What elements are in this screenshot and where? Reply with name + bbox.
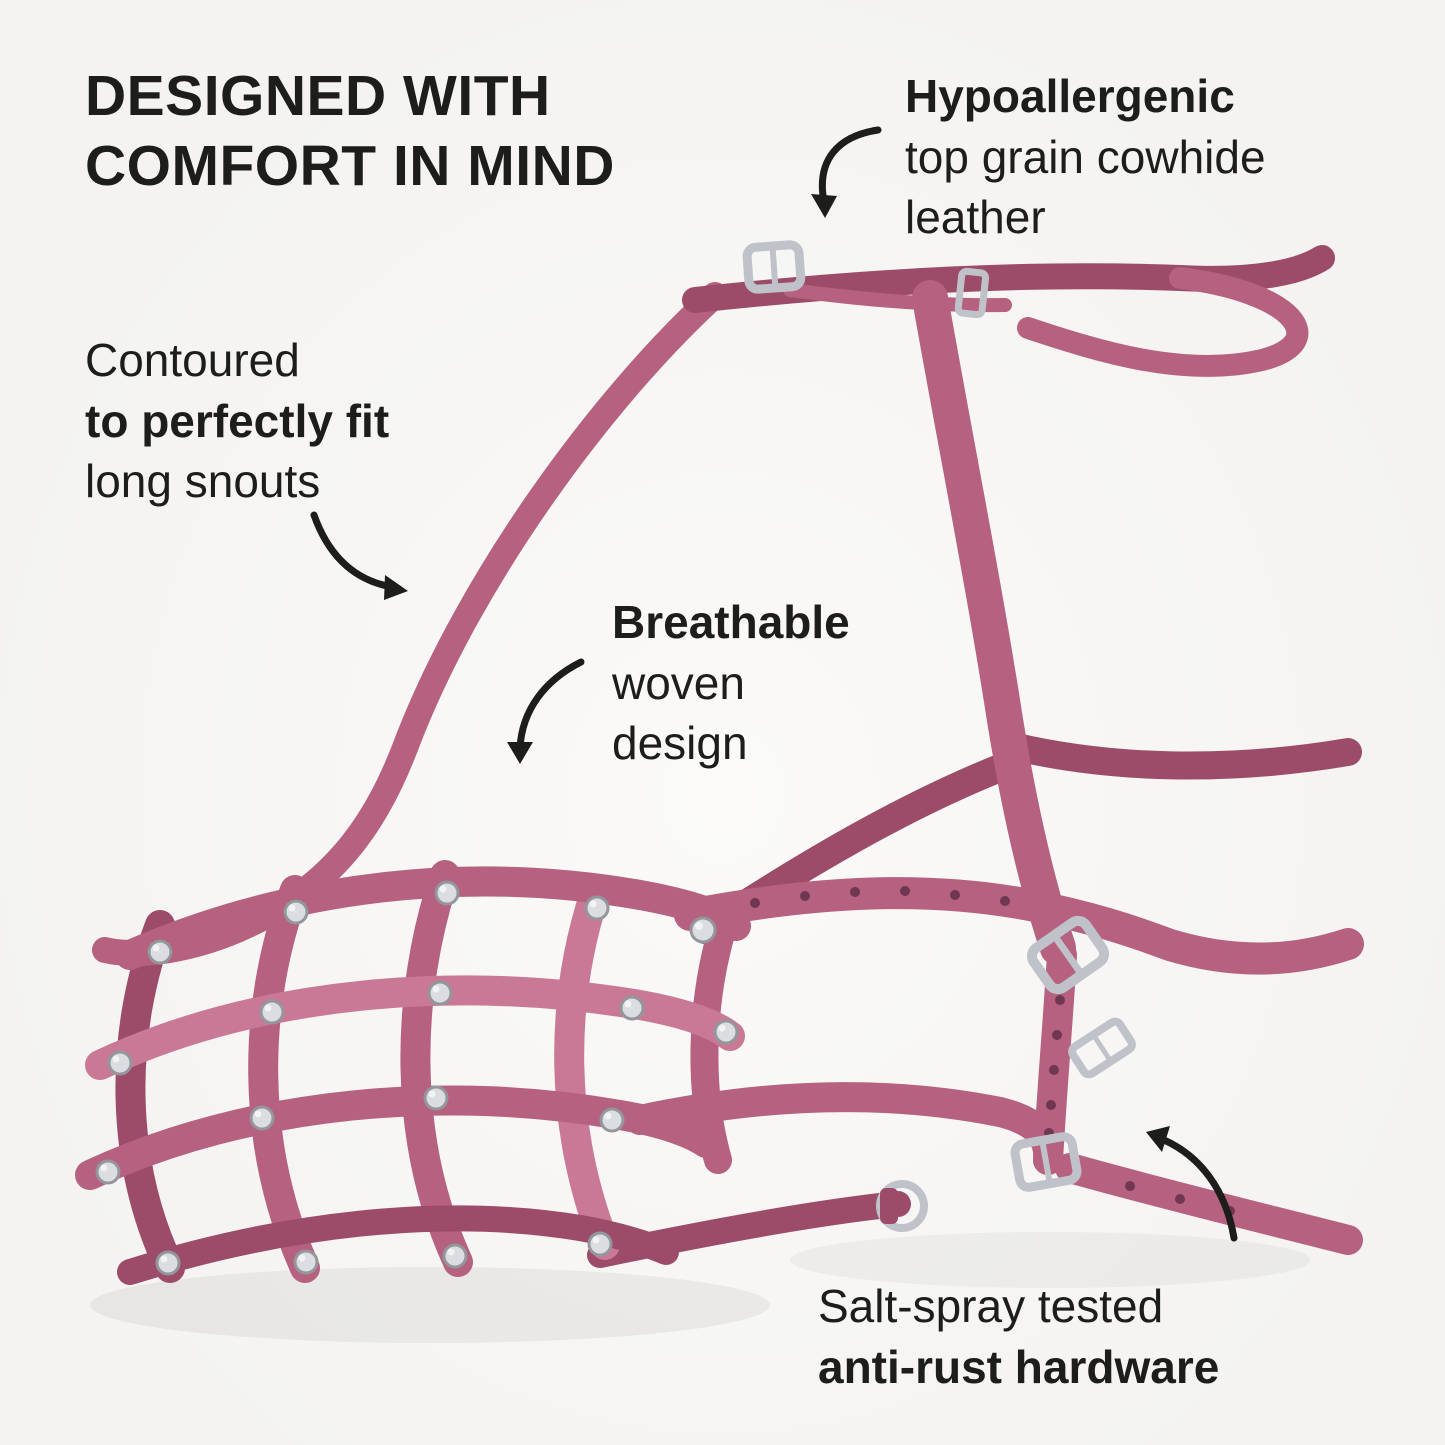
muzzle-rivets: [95, 880, 739, 1276]
middle-buckle-icon: [1026, 915, 1110, 995]
callout-breathable-keyword: Breathable: [612, 596, 850, 648]
callout-hypoallergenic: Hypoallergenic top grain cowhide leather: [905, 66, 1266, 248]
page-title: DESIGNED WITH COMFORT IN MIND: [85, 62, 615, 201]
callout-contoured-line3: long snouts: [85, 455, 321, 508]
page-title-line2: COMFORT IN MIND: [85, 133, 615, 198]
muzzle-strap-holes: [750, 886, 1235, 1216]
callout-breathable-line3: design: [612, 717, 748, 770]
chin-ring-icon: [876, 1180, 928, 1232]
callout-breathable: Breathable woven design: [612, 592, 850, 774]
breathable-arrow-icon: [507, 658, 585, 764]
callout-salt-spray-line1: Salt-spray tested: [818, 1280, 1164, 1332]
callout-hypoallergenic-line3: leather: [905, 191, 1046, 244]
top-buckle-icon: [742, 240, 806, 294]
contoured-arrow-icon: [310, 511, 408, 600]
muzzle-hardware: [742, 240, 1136, 1232]
callout-salt-spray-keyword: anti-rust hardware: [818, 1340, 1220, 1393]
strap-slider-icon: [1068, 1017, 1136, 1079]
muzzle-head-straps: [92, 245, 1335, 966]
muzzle-basket: [75, 860, 751, 1285]
callout-salt-spray: Salt-spray tested anti-rust hardware: [818, 1276, 1219, 1397]
hypoallergenic-arrow-icon: [811, 126, 882, 218]
callout-breathable-line2: woven: [612, 656, 745, 709]
product-shadow: [90, 1232, 1310, 1343]
callout-contoured-keyword: to perfectly fit: [85, 394, 390, 447]
callout-contoured-line1: Contoured: [85, 334, 300, 386]
page-title-line1: DESIGNED WITH: [85, 64, 551, 128]
callout-hypoallergenic-keyword: Hypoallergenic: [905, 70, 1235, 122]
lower-buckle-icon: [1010, 1132, 1082, 1192]
salt-spray-arrow-icon: [1146, 1126, 1238, 1242]
top-keeper-icon: [954, 267, 990, 319]
callout-hypoallergenic-line2: top grain cowhide: [905, 130, 1266, 183]
callout-contoured: Contoured to perfectly fit long snouts: [85, 330, 389, 512]
